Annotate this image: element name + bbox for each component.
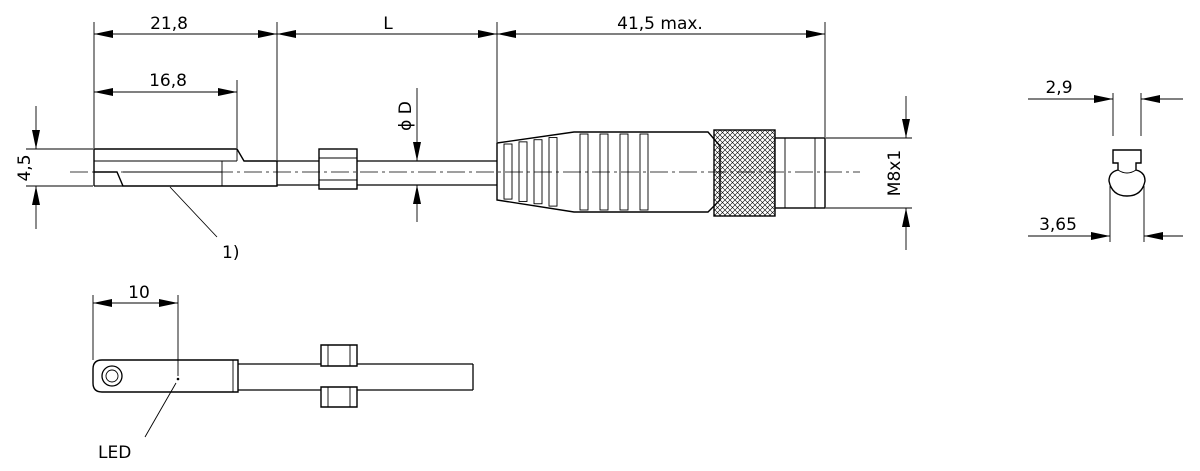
sensor-body [93,148,278,187]
cable-clip [318,148,358,190]
dim-width-top-label: 2,9 [1045,78,1072,98]
grip-rib [639,133,649,211]
connector [496,129,826,217]
dim-cable-diameter: ϕ D [396,88,421,222]
callout-led: LED [98,382,177,463]
dim-length-inner-label: 16,8 [149,71,187,91]
dim-connector-length-label: 41,5 max. [617,14,703,34]
dim-length-inner: 16,8 [94,71,238,148]
dim-height: 4,5 [15,106,93,229]
dim-width-top: 2,9 [1028,78,1183,136]
dim-length-front-label: 21,8 [150,14,188,34]
dim-width-bottom: 3,65 [1028,186,1183,242]
grip-rib [518,141,528,202]
dim-width-bottom-label: 3,65 [1039,215,1077,235]
dim-cable-diameter-label: ϕ D [396,101,416,131]
dim-thread-label: M8x1 [885,150,905,196]
dim-led-position: 10 [92,283,179,376]
cable-top [238,363,474,391]
dim-connector-length: 41,5 max. [497,14,826,137]
dim-height-label: 4,5 [15,154,35,181]
sensor-body-top [92,359,239,393]
dim-cable-length: L [277,14,498,142]
callout-note-label: 1) [222,243,239,263]
end-view: 2,9 3,65 [1028,78,1183,242]
cable [277,160,497,186]
dim-cable-length-label: L [383,14,393,34]
top-view: 10 LED [92,283,474,463]
callout-led-label: LED [98,443,131,463]
callout-note: 1) [169,186,239,263]
screw-icon [101,365,123,387]
cable-clip-top [320,344,358,408]
side-view: 21,8 L 41,5 max. 16,8 [15,14,912,263]
dim-length-front: 21,8 [93,14,278,160]
dim-thread: M8x1 [826,96,912,250]
led-icon [176,377,180,381]
grip-rib [503,143,513,200]
dim-led-position-label: 10 [128,283,150,303]
